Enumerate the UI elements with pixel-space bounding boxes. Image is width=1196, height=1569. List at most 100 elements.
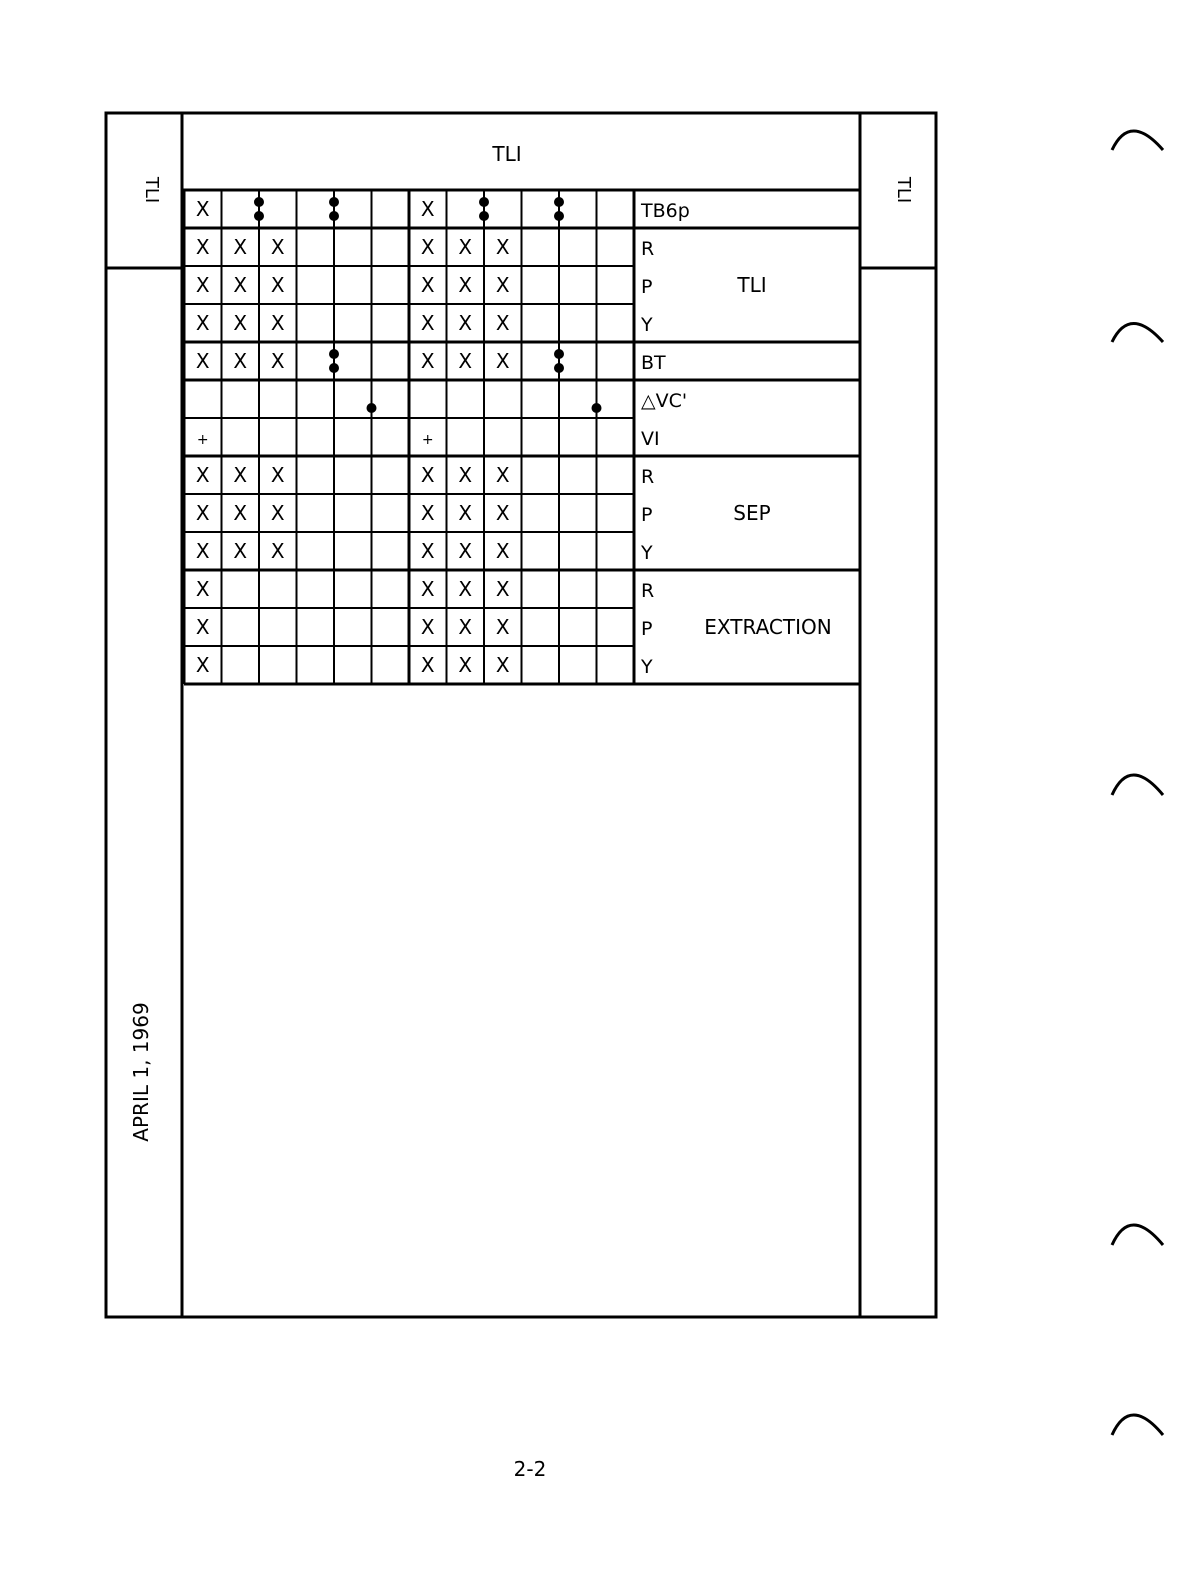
grid-cell-mark: X bbox=[496, 501, 510, 525]
double-dot-icon bbox=[554, 211, 564, 221]
binder-hole-icon bbox=[1110, 773, 1165, 796]
grid-cell-mark: X bbox=[421, 235, 435, 259]
grid-cell-mark: X bbox=[421, 197, 435, 221]
grid-cell-mark: X bbox=[196, 349, 210, 373]
grid-cell-mark: X bbox=[421, 577, 435, 601]
grid-cell-mark: X bbox=[496, 539, 510, 563]
row-label: R bbox=[641, 580, 654, 602]
binder-hole-icon bbox=[1110, 129, 1165, 151]
row-label: P bbox=[641, 618, 652, 640]
date-label: APRIL 1, 1969 bbox=[129, 1002, 153, 1141]
header-title: TLI bbox=[491, 142, 521, 166]
double-dot-icon bbox=[329, 211, 339, 221]
grid-cell-mark: X bbox=[271, 235, 285, 259]
grid-cell-mark: X bbox=[271, 539, 285, 563]
grid-cell-mark: X bbox=[421, 653, 435, 677]
side-tab-left: TLI bbox=[141, 176, 162, 203]
group-title: TLI bbox=[736, 273, 766, 297]
grid-cell-mark: X bbox=[421, 501, 435, 525]
grid-cell-mark: X bbox=[196, 501, 210, 525]
double-dot-icon bbox=[554, 363, 564, 373]
grid-cell-mark: X bbox=[421, 349, 435, 373]
binder-hole-icon bbox=[1110, 322, 1165, 343]
row-label: TB6p bbox=[640, 200, 690, 222]
double-dot-icon bbox=[479, 197, 489, 207]
outer-border bbox=[104, 111, 938, 1319]
page-number: 2-2 bbox=[514, 1457, 547, 1481]
grid-cell-mark: X bbox=[196, 311, 210, 335]
single-dot-icon bbox=[366, 403, 377, 413]
row-label: VI bbox=[641, 428, 660, 450]
single-dot-icon bbox=[591, 403, 602, 413]
grid-cell-mark: X bbox=[496, 577, 510, 601]
grid-cell-mark: X bbox=[233, 349, 247, 373]
grid-cell-mark: X bbox=[271, 501, 285, 525]
row-label: BT bbox=[641, 352, 666, 374]
grid-cell-mark: X bbox=[196, 463, 210, 487]
grid-cell-mark: X bbox=[496, 349, 510, 373]
row-label: Y bbox=[640, 542, 653, 564]
row-label: R bbox=[641, 238, 654, 260]
grid-cell-mark: X bbox=[233, 463, 247, 487]
grid-cell-mark: X bbox=[271, 349, 285, 373]
double-dot-icon bbox=[254, 197, 264, 207]
row-label: Y bbox=[640, 314, 653, 336]
binder-holes bbox=[1110, 129, 1165, 1436]
grid-cell-mark: X bbox=[458, 577, 472, 601]
grid-cell-mark: X bbox=[496, 653, 510, 677]
binder-hole-icon bbox=[1110, 1413, 1165, 1436]
double-dot-icon bbox=[329, 349, 339, 359]
grid-cell-mark: X bbox=[271, 273, 285, 297]
grid-cell-mark: X bbox=[458, 349, 472, 373]
double-dot-icon bbox=[329, 363, 339, 373]
grid-cell-mark: X bbox=[271, 463, 285, 487]
grid-cell-mark: X bbox=[421, 615, 435, 639]
grid-cell-mark: X bbox=[496, 615, 510, 639]
grid-cell-mark: X bbox=[421, 273, 435, 297]
double-dot-icon bbox=[554, 349, 564, 359]
grid-cell-mark: X bbox=[458, 501, 472, 525]
grid-cell-mark: X bbox=[196, 235, 210, 259]
row-label: P bbox=[641, 504, 652, 526]
grid-cell-mark: X bbox=[458, 235, 472, 259]
grid-cell-mark: X bbox=[458, 653, 472, 677]
grid-cell-mark: X bbox=[421, 311, 435, 335]
grid-cell-mark: X bbox=[233, 273, 247, 297]
grid-cell-mark: X bbox=[421, 539, 435, 563]
row-label: Y bbox=[640, 656, 653, 678]
grid-cell-mark: X bbox=[496, 235, 510, 259]
grid-cell-mark: X bbox=[233, 235, 247, 259]
grid-cell-mark: X bbox=[458, 539, 472, 563]
group-title: EXTRACTION bbox=[704, 615, 831, 639]
row-label: R bbox=[641, 466, 654, 488]
double-dot-icon bbox=[329, 197, 339, 207]
row-label: P bbox=[641, 276, 652, 298]
grid-cell-mark: X bbox=[496, 463, 510, 487]
grid-cell-mark: X bbox=[196, 539, 210, 563]
grid-cell-mark: X bbox=[233, 501, 247, 525]
grid-cell-mark: X bbox=[196, 653, 210, 677]
double-dot-icon bbox=[479, 211, 489, 221]
double-dot-icon bbox=[254, 211, 264, 221]
grid-cell-mark: X bbox=[196, 577, 210, 601]
grid-cell-mark: X bbox=[458, 273, 472, 297]
grid-cell-mark: X bbox=[196, 273, 210, 297]
grid-cell-mark: + bbox=[422, 432, 434, 448]
grid-cell-mark: X bbox=[458, 311, 472, 335]
grid-cell-mark: X bbox=[458, 615, 472, 639]
grid-cell-mark: X bbox=[496, 311, 510, 335]
binder-hole-icon bbox=[1110, 1223, 1165, 1246]
grid-cell-mark: X bbox=[196, 197, 210, 221]
double-dot-icon bbox=[554, 197, 564, 207]
grid-cell-mark: X bbox=[421, 463, 435, 487]
row-label: △VC' bbox=[641, 390, 687, 412]
grid-cell-mark: X bbox=[233, 539, 247, 563]
group-title: SEP bbox=[733, 501, 770, 525]
grid-cell-mark: X bbox=[271, 311, 285, 335]
side-tab-right: TLI bbox=[893, 176, 914, 203]
grid-cell-mark: X bbox=[196, 615, 210, 639]
grid-cell-mark: X bbox=[458, 463, 472, 487]
